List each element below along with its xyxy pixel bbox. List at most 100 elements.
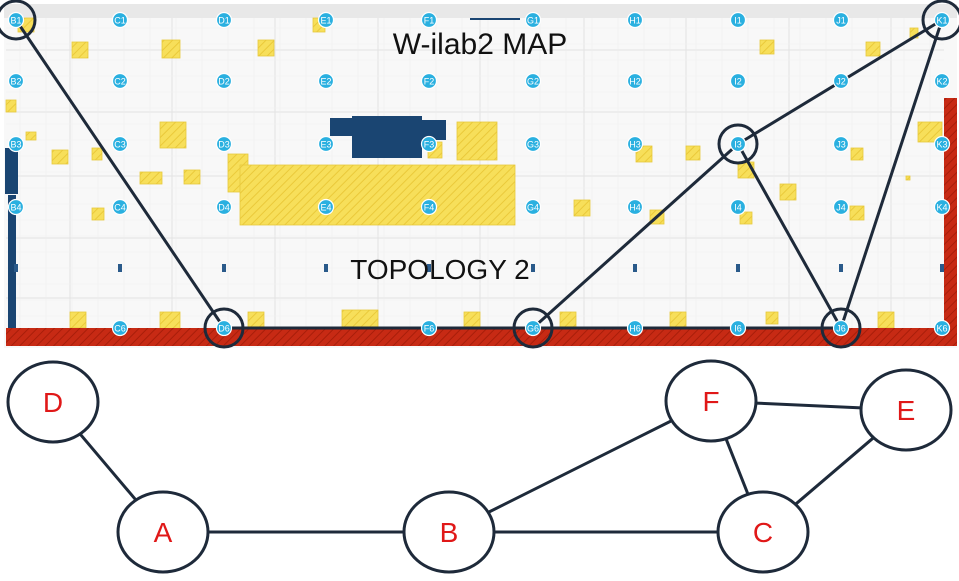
equipment-block bbox=[420, 120, 446, 140]
map-node-label: D3 bbox=[218, 140, 230, 150]
row5-marker bbox=[222, 264, 226, 272]
map-node-label: C1 bbox=[114, 16, 126, 26]
map-node-I1: I1 bbox=[729, 11, 747, 29]
map-node-K1: K1 bbox=[933, 11, 951, 29]
map-node-label: D1 bbox=[218, 16, 230, 26]
topo-node-label: C bbox=[753, 517, 773, 548]
map-node-dot bbox=[7, 11, 25, 29]
map-node-label: D4 bbox=[218, 203, 230, 213]
obstacle bbox=[183, 169, 201, 185]
map-node-dot bbox=[420, 72, 438, 90]
map-node-dot bbox=[111, 319, 129, 337]
topo-edge-F-E bbox=[755, 401, 862, 410]
map-node-F4: F4 bbox=[420, 198, 438, 216]
map-node-dot bbox=[626, 11, 644, 29]
map-node-label: K6 bbox=[936, 324, 947, 334]
map-node-dot bbox=[524, 319, 542, 337]
west-wall-upper bbox=[5, 148, 18, 194]
map-node-dot bbox=[420, 319, 438, 337]
map-node-label: J3 bbox=[836, 140, 846, 150]
selected-ring-B1 bbox=[0, 0, 37, 41]
map-node-E1: E1 bbox=[317, 11, 335, 29]
obstacle bbox=[161, 39, 181, 59]
map-node-label: G3 bbox=[527, 140, 539, 150]
map-node-dot bbox=[626, 319, 644, 337]
obstacle bbox=[51, 149, 69, 165]
map-node-label: K1 bbox=[936, 16, 947, 26]
map-node-label: F2 bbox=[424, 77, 435, 87]
west-wall-lower bbox=[8, 195, 16, 328]
map-node-dot bbox=[317, 11, 335, 29]
topo-edge-B-F bbox=[487, 419, 673, 514]
map-node-I2: I2 bbox=[729, 72, 747, 90]
map-node-dot bbox=[111, 135, 129, 153]
map-node-dot bbox=[215, 319, 233, 337]
map-node-dot bbox=[524, 198, 542, 216]
obstacle bbox=[25, 131, 37, 141]
obstacle bbox=[456, 121, 498, 161]
obstacle bbox=[257, 39, 275, 57]
map-node-E4: E4 bbox=[317, 198, 335, 216]
map-node-B1: B1 bbox=[7, 11, 25, 29]
map-node-label: F4 bbox=[424, 203, 435, 213]
selected-ring-J6 bbox=[820, 307, 862, 349]
map-node-F6: F6 bbox=[420, 319, 438, 337]
obstacle bbox=[91, 207, 105, 221]
obstacle bbox=[779, 183, 797, 201]
map-node-label: H2 bbox=[629, 77, 641, 87]
row5-marker bbox=[427, 264, 431, 272]
map-node-dot bbox=[420, 135, 438, 153]
map-node-label: B3 bbox=[10, 140, 21, 150]
map-node-dot bbox=[317, 198, 335, 216]
map-node-label: G1 bbox=[527, 16, 539, 26]
obstacle bbox=[865, 41, 881, 57]
map-node-label: F6 bbox=[424, 324, 435, 334]
topo-node-E: E bbox=[859, 368, 953, 452]
map-node-label: H4 bbox=[629, 203, 641, 213]
map-node-dot bbox=[215, 198, 233, 216]
map-node-D4: D4 bbox=[215, 198, 233, 216]
map-node-K2: K2 bbox=[933, 72, 951, 90]
map-node-dot bbox=[420, 198, 438, 216]
map-node-B4: B4 bbox=[7, 198, 25, 216]
map-node-label: E2 bbox=[320, 77, 331, 87]
map-title: W-ilab2 MAP bbox=[392, 28, 568, 61]
map-node-D3: D3 bbox=[215, 135, 233, 153]
map-node-label: F1 bbox=[424, 16, 435, 26]
map-node-label: K3 bbox=[936, 140, 947, 150]
equipment-block bbox=[330, 118, 358, 136]
obstacle bbox=[463, 311, 481, 329]
topo-edge-F-C bbox=[724, 438, 750, 495]
topo-node-C: C bbox=[716, 490, 810, 574]
map-node-label: E3 bbox=[320, 140, 331, 150]
map-node-dot bbox=[420, 11, 438, 29]
row5-marker bbox=[118, 264, 122, 272]
map-link-I3-J6 bbox=[736, 143, 843, 329]
equipment-block bbox=[352, 116, 422, 158]
map-top-strip bbox=[4, 4, 957, 18]
map-node-label: G2 bbox=[527, 77, 539, 87]
map-node-J6: J6 bbox=[832, 319, 850, 337]
map-node-label: J4 bbox=[836, 203, 846, 213]
map-node-label: I3 bbox=[734, 140, 742, 150]
map-node-H1: H1 bbox=[626, 11, 644, 29]
map-node-label: B4 bbox=[10, 203, 21, 213]
map-node-label: D2 bbox=[218, 77, 230, 87]
topo-node-label: D bbox=[43, 387, 63, 418]
map-node-label: K2 bbox=[936, 77, 947, 87]
topo-edge-D-A bbox=[78, 432, 138, 502]
obstacle bbox=[765, 311, 779, 325]
map-node-C6: C6 bbox=[111, 319, 129, 337]
topo-node-D: D bbox=[6, 360, 100, 444]
map-node-J2: J2 bbox=[832, 72, 850, 90]
map-node-dot bbox=[626, 198, 644, 216]
obstacle bbox=[850, 147, 864, 161]
map-node-dot bbox=[111, 72, 129, 90]
map-node-H2: H2 bbox=[626, 72, 644, 90]
topo-node-label: F bbox=[702, 386, 719, 417]
map-node-dot bbox=[7, 198, 25, 216]
topo-node-label: E bbox=[897, 395, 916, 426]
map-node-dot bbox=[832, 319, 850, 337]
map-node-E2: E2 bbox=[317, 72, 335, 90]
